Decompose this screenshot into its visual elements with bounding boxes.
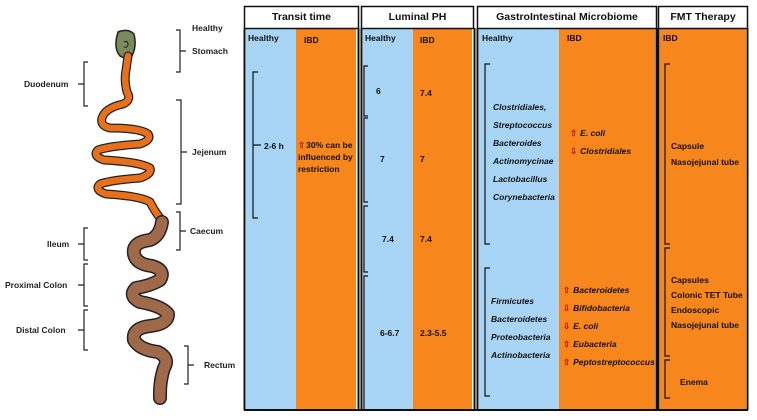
anatomy-jejenum-label: Jejenum — [192, 147, 227, 157]
bracket-caecum — [176, 211, 186, 251]
arrow-down-icon: ⇩ — [570, 146, 578, 156]
list-item: Clostridiales, — [493, 102, 547, 112]
list-item: Actinomycinae — [493, 156, 554, 166]
list-item: Corynebacteria — [493, 192, 555, 202]
micro-healthy-subheader: Healthy — [482, 33, 513, 43]
list-item: Nasojejunal tube — [671, 157, 740, 167]
anatomy-stomach-label: Stomach — [192, 46, 228, 56]
bracket-stomach — [176, 29, 186, 73]
anatomy-distal-colon-label: Distal Colon — [16, 325, 66, 335]
transit-ibd-note: ⇧30% can be influenced by restriction — [298, 140, 353, 174]
fmt-upper-list: Capsule Nasojejunal tube — [671, 138, 739, 170]
transit-healthy-subheader: Healthy — [248, 33, 279, 43]
ph-healthy-subheader: Healthy — [365, 33, 396, 43]
transit-healthy-column — [246, 29, 296, 410]
ph-healthy-colon: 6-6.7 — [380, 328, 400, 338]
list-item: Nasojejunal tube — [671, 320, 740, 330]
ph-healthy-jejenum: 7 — [380, 154, 385, 164]
list-item: Bacteroides — [493, 138, 542, 148]
arrow-up-icon: ⇧ — [563, 339, 571, 349]
transit-ibd-subheader: IBD — [304, 35, 319, 45]
ph-healthy-caecum: 7.4 — [382, 234, 394, 244]
ph-healthy-column — [363, 29, 413, 410]
micro-lower-ibd-list: ⇧Bacteroidetes ⇩Bifidobacteria ⇩E. coli … — [563, 281, 655, 371]
list-item: Capsule — [671, 141, 705, 151]
header-transit-time: Transit time — [272, 11, 331, 23]
fmt-ibd-subheader: IBD — [663, 33, 678, 43]
ph-healthy-duodenum: 6 — [376, 86, 381, 96]
header-fmt-therapy: FMT Therapy — [670, 11, 736, 23]
ph-ibd-duodenum: 7.4 — [420, 88, 432, 98]
anatomy-caecum-label: Caecum — [190, 226, 224, 236]
arrow-up-icon: ⇧ — [298, 140, 306, 150]
ph-ibd-caecum: 7.4 — [420, 234, 432, 244]
list-item: Capsules — [671, 275, 709, 285]
list-item: Streptococcus — [493, 120, 553, 130]
fmt-ibd-column — [660, 29, 746, 410]
list-item: Bacteroidetes — [491, 314, 548, 324]
list-item: ⇩Clostridiales — [570, 146, 632, 156]
list-item: Endoscopic — [671, 305, 720, 315]
bracket-jejenum — [176, 99, 187, 205]
bracket-rectum — [184, 345, 194, 385]
list-item: Colonic TET Tube — [671, 290, 743, 300]
arrow-down-icon: ⇩ — [563, 303, 571, 313]
header-luminal-ph: Luminal PH — [388, 11, 447, 23]
ph-ibd-colon: 2.3-5.5 — [420, 328, 447, 338]
micro-upper-healthy-list: Clostridiales, Streptococcus Bacteroides… — [493, 98, 555, 206]
list-item: Firmicutes — [491, 296, 534, 306]
bracket-ileum — [78, 227, 88, 261]
micro-healthy-column — [479, 29, 559, 410]
arrow-down-icon: ⇩ — [563, 321, 571, 331]
anatomy-healthy-label: Healthy — [192, 23, 223, 33]
ph-ibd-jejenum: 7 — [420, 154, 425, 164]
micro-lower-healthy-list: Firmicutes Bacteroidetes Proteobacteria … — [491, 292, 551, 364]
transit-ibd-column — [296, 29, 356, 410]
bracket-distal-colon — [78, 309, 88, 351]
list-item: Actinobacteria — [491, 350, 551, 360]
stomach-fold — [123, 40, 129, 48]
gi-tract-illustration — [78, 29, 194, 405]
header-microbiome: GastroIntestinal Microbiome — [496, 11, 638, 23]
fmt-lower-list: Capsules Colonic TET Tube Endoscopic Nas… — [671, 273, 743, 333]
micro-ibd-subheader: IBD — [567, 33, 582, 43]
ph-ibd-subheader: IBD — [420, 35, 435, 45]
bracket-duodenum — [78, 61, 88, 107]
list-item: ⇧Bacteroidetes — [563, 285, 630, 295]
ph-ibd-column — [413, 29, 472, 410]
anatomy-rectum-label: Rectum — [204, 360, 236, 370]
arrow-up-icon: ⇧ — [563, 285, 571, 295]
list-item: ⇧Peptostreptococcus — [563, 357, 655, 367]
anatomy-proximal-colon-label: Proximal Colon — [5, 280, 68, 290]
bracket-proximal-colon — [78, 263, 88, 307]
micro-ibd-column — [559, 29, 655, 410]
fmt-enema: Enema — [680, 377, 708, 387]
anatomy-ileum-label: Ileum — [47, 239, 70, 249]
micro-upper-ibd-list: ⇧E. coli ⇩Clostridiales — [570, 124, 631, 160]
arrow-up-icon: ⇧ — [570, 128, 578, 138]
list-item: ⇩E. coli — [563, 321, 599, 331]
list-item: Proteobacteria — [491, 332, 551, 342]
arrow-up-icon: ⇧ — [563, 357, 571, 367]
list-item: ⇧Eubacteria — [563, 339, 617, 349]
anatomy-duodenum-label: Duodenum — [24, 79, 69, 89]
list-item: Lactobacillus — [493, 174, 548, 184]
transit-healthy-value: 2-6 h — [264, 141, 284, 151]
list-item: ⇩Bifidobacteria — [563, 303, 630, 313]
list-item: ⇧E. coli — [570, 128, 606, 138]
